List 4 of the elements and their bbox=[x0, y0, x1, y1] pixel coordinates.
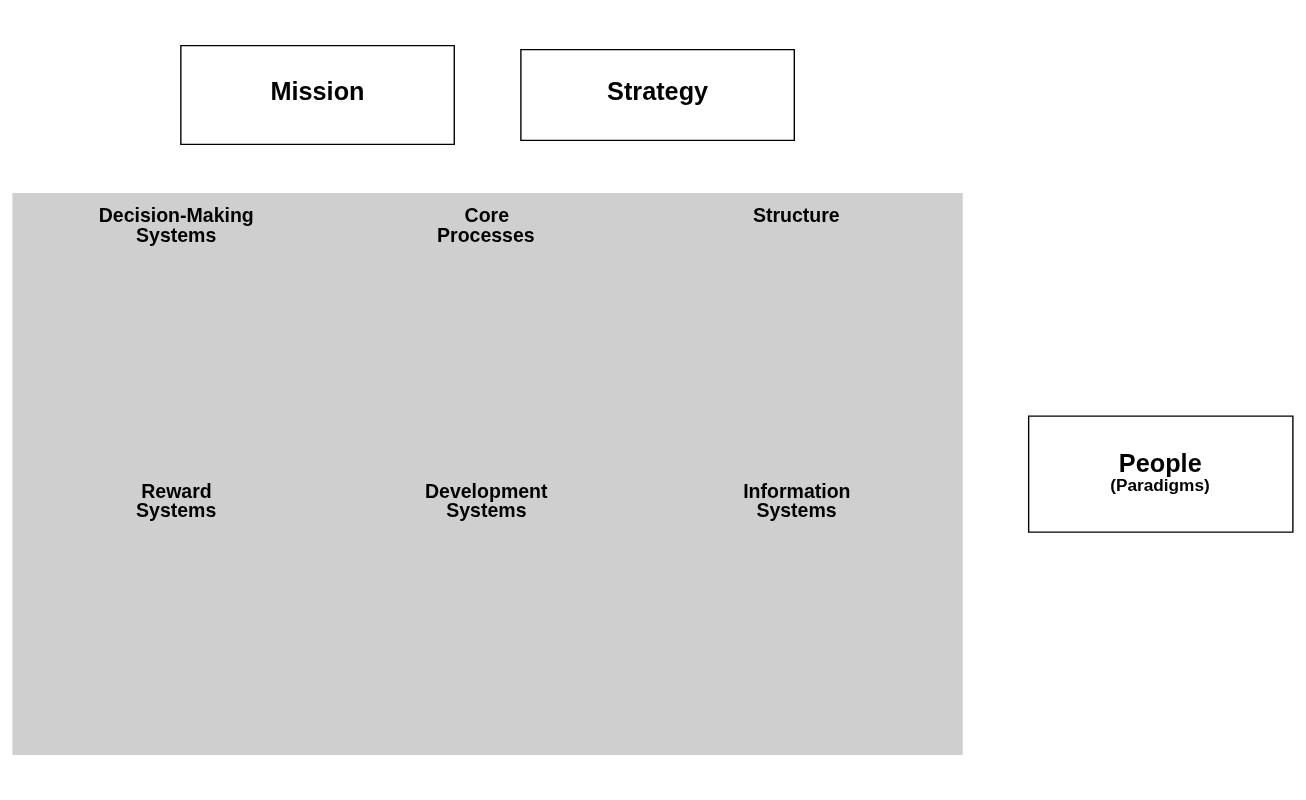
node-box: People (Paradigms) bbox=[1027, 415, 1294, 533]
node-box: Strategy bbox=[520, 48, 795, 142]
node-box: Mission bbox=[180, 44, 455, 146]
node-box: Decision-Making Systems Core Processes Structure Reward Systems Development Systems Information Systems bbox=[12, 193, 963, 756]
